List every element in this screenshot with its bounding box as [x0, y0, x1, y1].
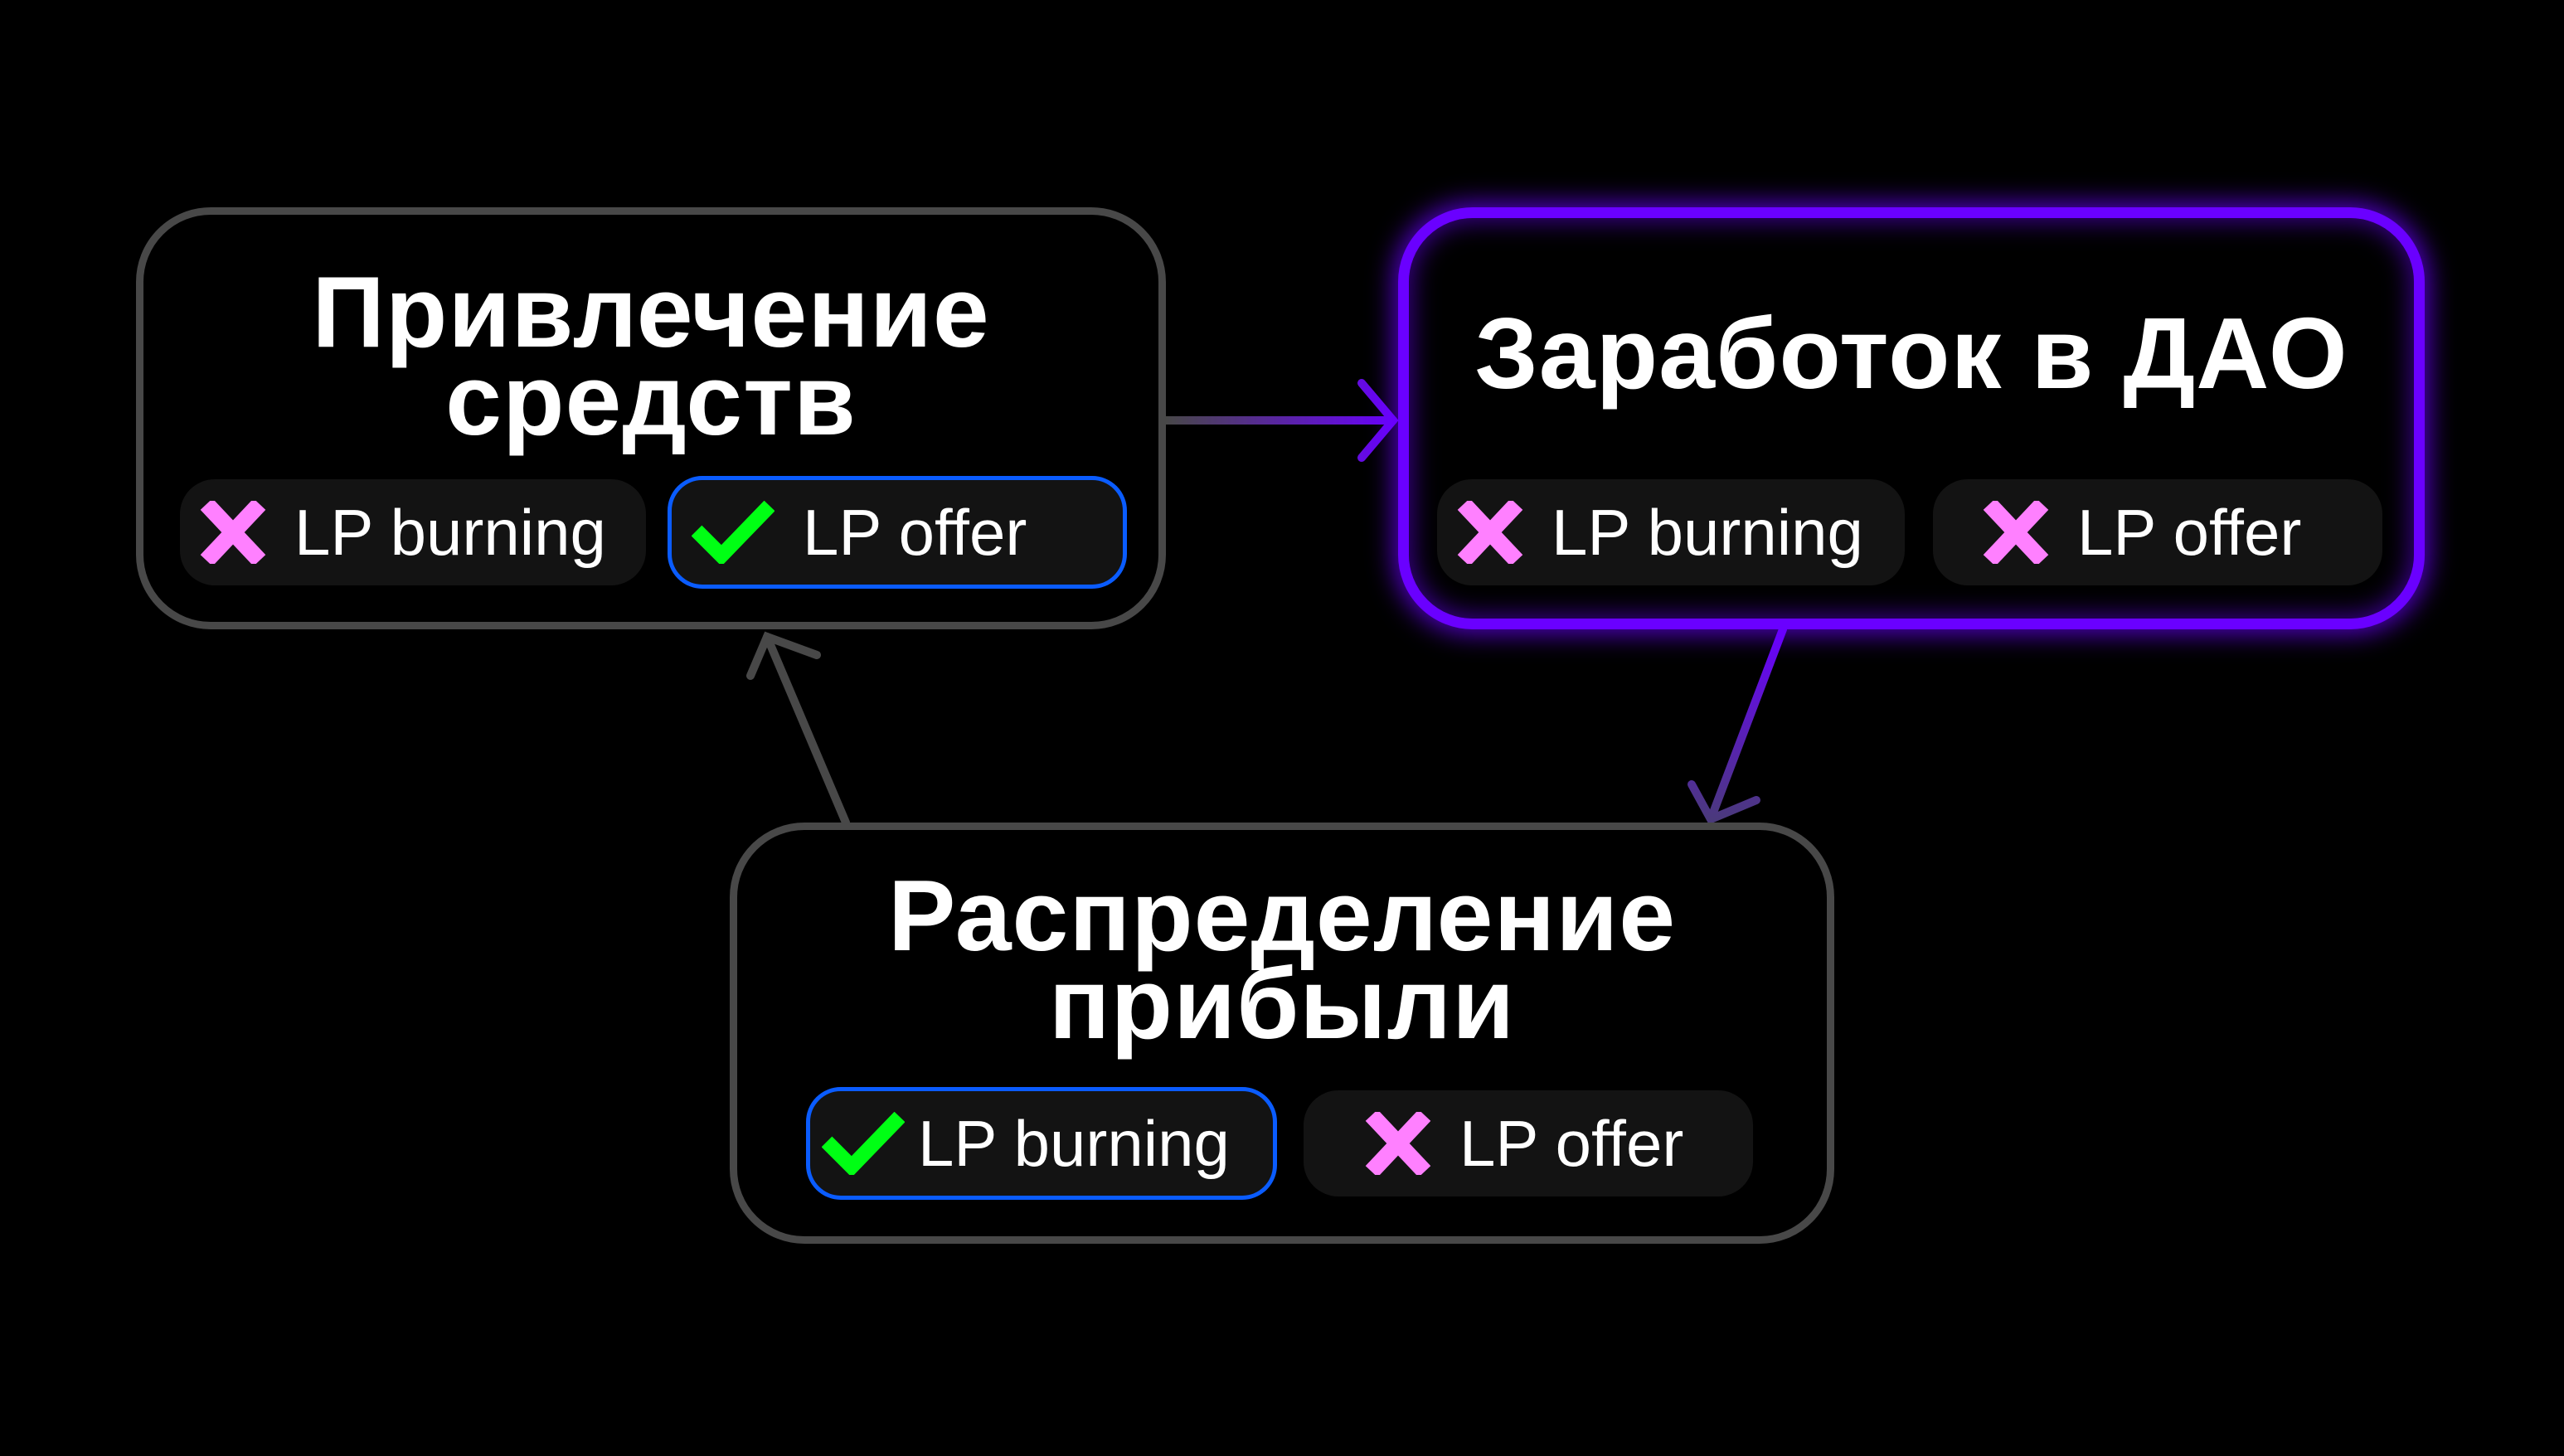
node-title-line: прибыли	[1048, 947, 1516, 1060]
node-title-line: Распределение	[887, 859, 1677, 972]
tag-label: LP burning	[294, 495, 606, 569]
tag-label: LP offer	[2077, 495, 2302, 569]
node-title: Распределение прибыли	[737, 859, 1827, 1060]
tag-lp-offer: LP offer	[1304, 1090, 1753, 1196]
tag-label: LP burning	[1552, 495, 1863, 569]
arrow-funding-to-earning	[1162, 379, 1399, 462]
tag-lp-offer: LP offer	[668, 476, 1127, 589]
tag-lp-burning: LP burning	[806, 1087, 1277, 1200]
node-title-line: Привлечение	[312, 255, 990, 368]
cross-icon	[1365, 1112, 1431, 1175]
tag-label: LP offer	[803, 495, 1027, 569]
node-title: Привлечение средств	[143, 255, 1158, 456]
cross-icon	[1457, 501, 1523, 564]
tag-lp-burning: LP burning	[1437, 479, 1905, 585]
node-funding: Привлечение средств LP burning LP offer	[136, 207, 1166, 629]
node-title-line: Заработок в ДАО	[1474, 297, 2348, 410]
check-icon	[822, 1112, 905, 1175]
node-profit-distribution: Распределение прибыли LP burning LP offe…	[730, 823, 1834, 1244]
tag-label: LP offer	[1459, 1106, 1684, 1180]
tag-label: LP burning	[918, 1106, 1230, 1180]
node-title: Заработок в ДАО	[1409, 297, 2414, 410]
arrow-distribution-to-funding	[746, 631, 850, 827]
cross-icon	[200, 501, 266, 564]
tag-lp-offer: LP offer	[1933, 479, 2382, 585]
node-dao-earning: Заработок в ДАО LP burning LP offer	[1398, 207, 2425, 629]
tag-lp-burning: LP burning	[180, 479, 646, 585]
check-icon	[692, 501, 775, 564]
cross-icon	[1983, 501, 2049, 564]
arrow-earning-to-distribution	[1687, 625, 1787, 825]
node-title-line: средств	[445, 343, 857, 456]
